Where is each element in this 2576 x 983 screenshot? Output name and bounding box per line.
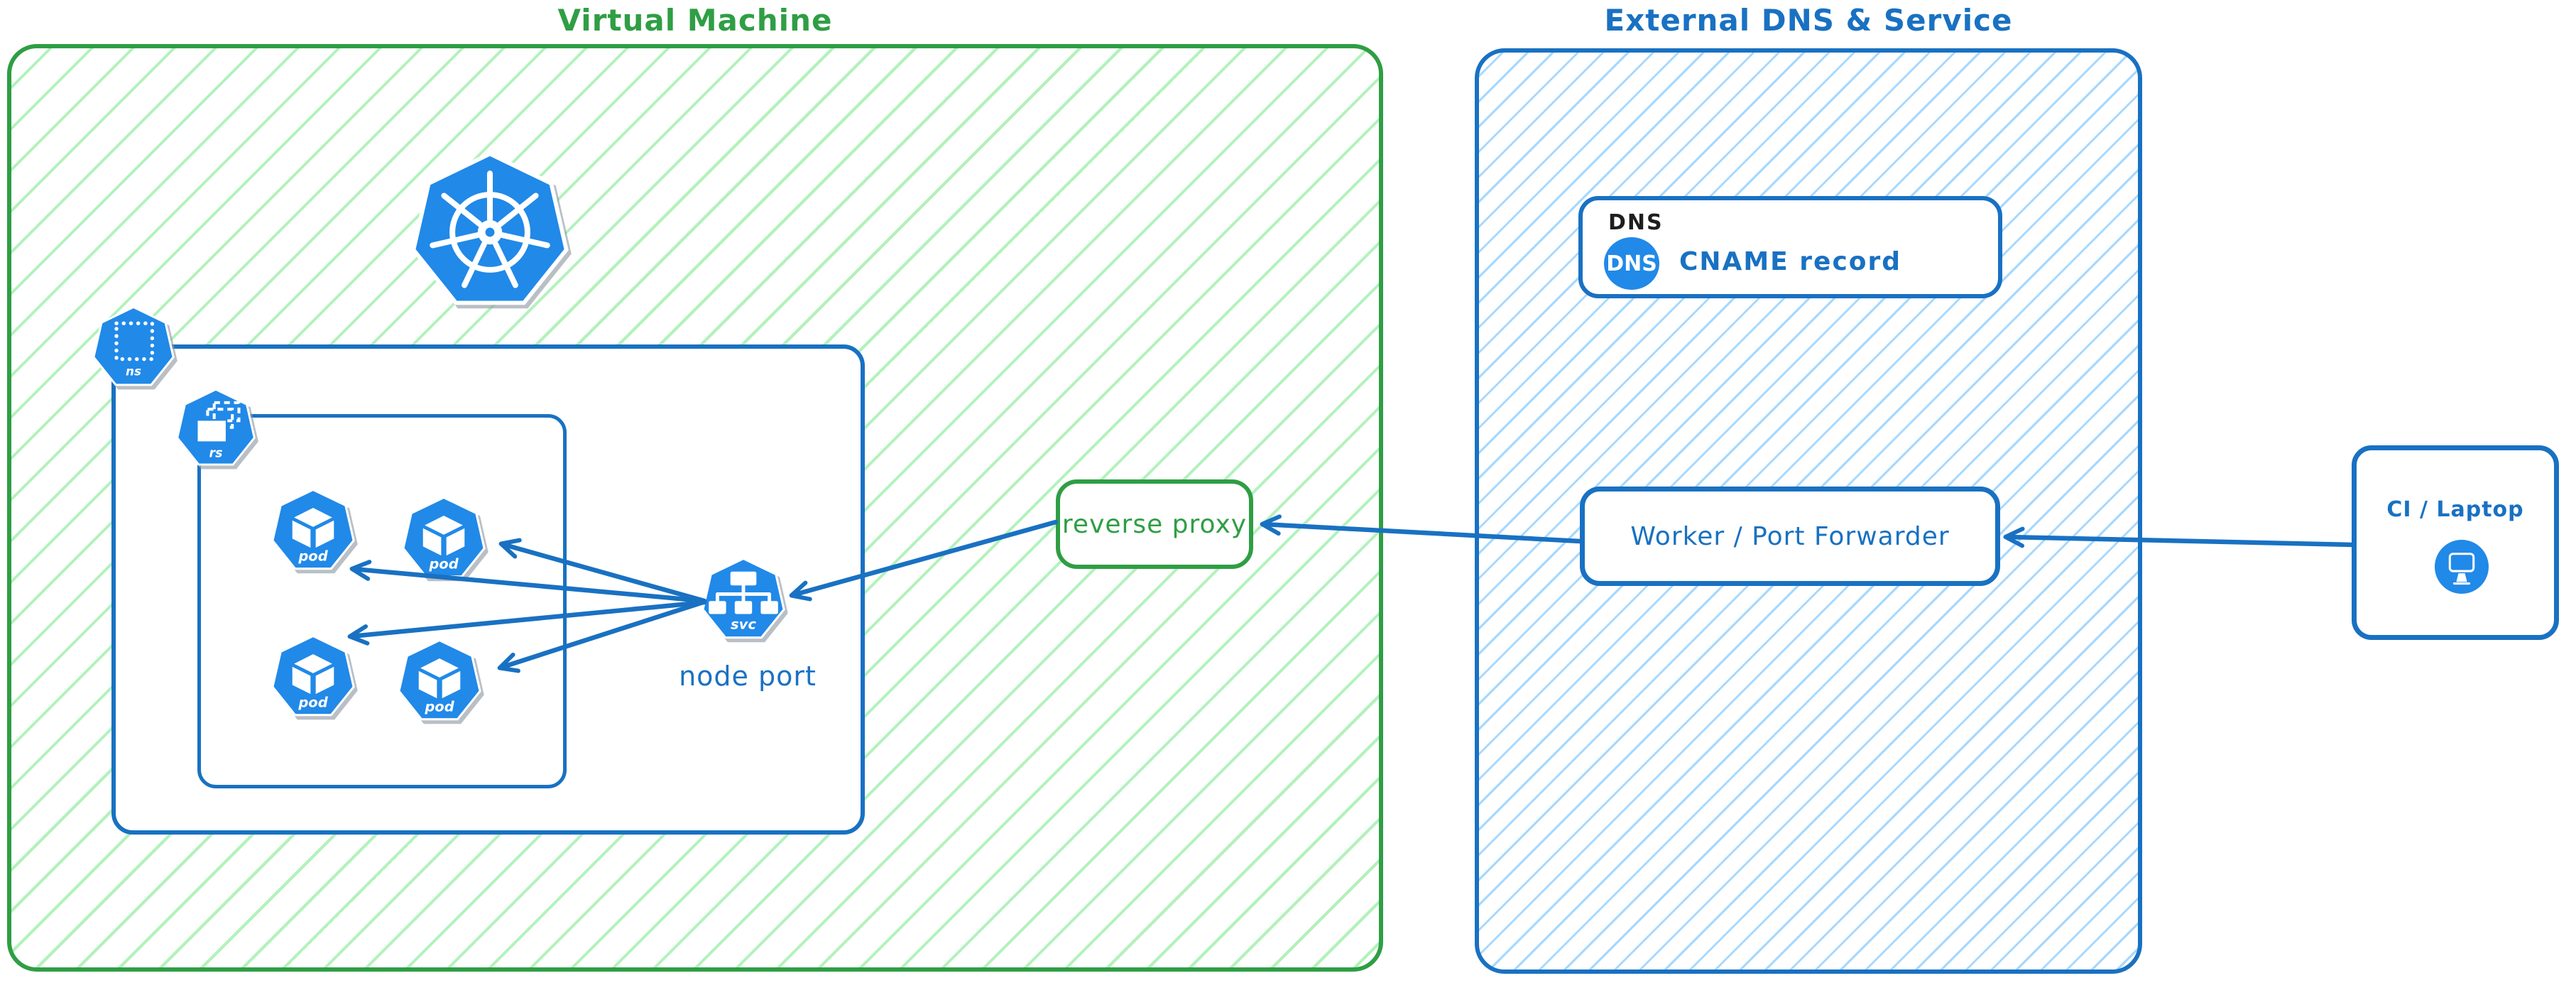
service-icon[interactable]: svc bbox=[700, 557, 787, 643]
external-zone-title: External DNS & Service bbox=[1604, 3, 2013, 38]
svg-text:pod: pod bbox=[298, 694, 328, 710]
svg-text:pod: pod bbox=[424, 698, 454, 715]
pod-2-icon[interactable]: pod bbox=[400, 495, 487, 583]
worker-label: Worker / Port Forwarder bbox=[1630, 521, 1950, 551]
svg-text:ns: ns bbox=[126, 364, 141, 378]
svg-text:pod: pod bbox=[298, 548, 328, 564]
ci-laptop-label: CI / Laptop bbox=[2386, 497, 2524, 522]
dns-tag-label: DNS bbox=[1608, 210, 1664, 235]
svg-text:rs: rs bbox=[209, 446, 223, 460]
svg-text:svc: svc bbox=[731, 616, 756, 632]
worker-port-forwarder-node[interactable]: Worker / Port Forwarder bbox=[1580, 487, 2000, 586]
replicaset-box[interactable] bbox=[197, 414, 567, 788]
pod-3-icon[interactable]: pod bbox=[270, 634, 356, 722]
cname-record-label: CNAME record bbox=[1679, 247, 1902, 276]
reverse-proxy-label: reverse proxy bbox=[1061, 509, 1248, 539]
reverse-proxy-node[interactable]: reverse proxy bbox=[1056, 479, 1253, 569]
svg-text:pod: pod bbox=[428, 555, 459, 572]
kubernetes-logo-icon[interactable] bbox=[408, 151, 572, 314]
replicaset-icon[interactable]: rs bbox=[175, 388, 257, 470]
dns-cname-node[interactable]: DNS DNS CNAME record bbox=[1578, 196, 2002, 298]
monitor-icon bbox=[2435, 540, 2489, 594]
dns-icon: DNS bbox=[1604, 237, 1659, 290]
namespace-icon[interactable]: ns bbox=[91, 305, 176, 391]
dns-icon-text: DNS bbox=[1606, 251, 1657, 276]
node-port-label: node port bbox=[679, 661, 817, 692]
pod-1-icon[interactable]: pod bbox=[270, 487, 356, 575]
pod-4-icon[interactable]: pod bbox=[396, 638, 483, 726]
vm-zone-title: Virtual Machine bbox=[557, 3, 833, 38]
ci-laptop-node[interactable]: CI / Laptop bbox=[2352, 445, 2559, 640]
